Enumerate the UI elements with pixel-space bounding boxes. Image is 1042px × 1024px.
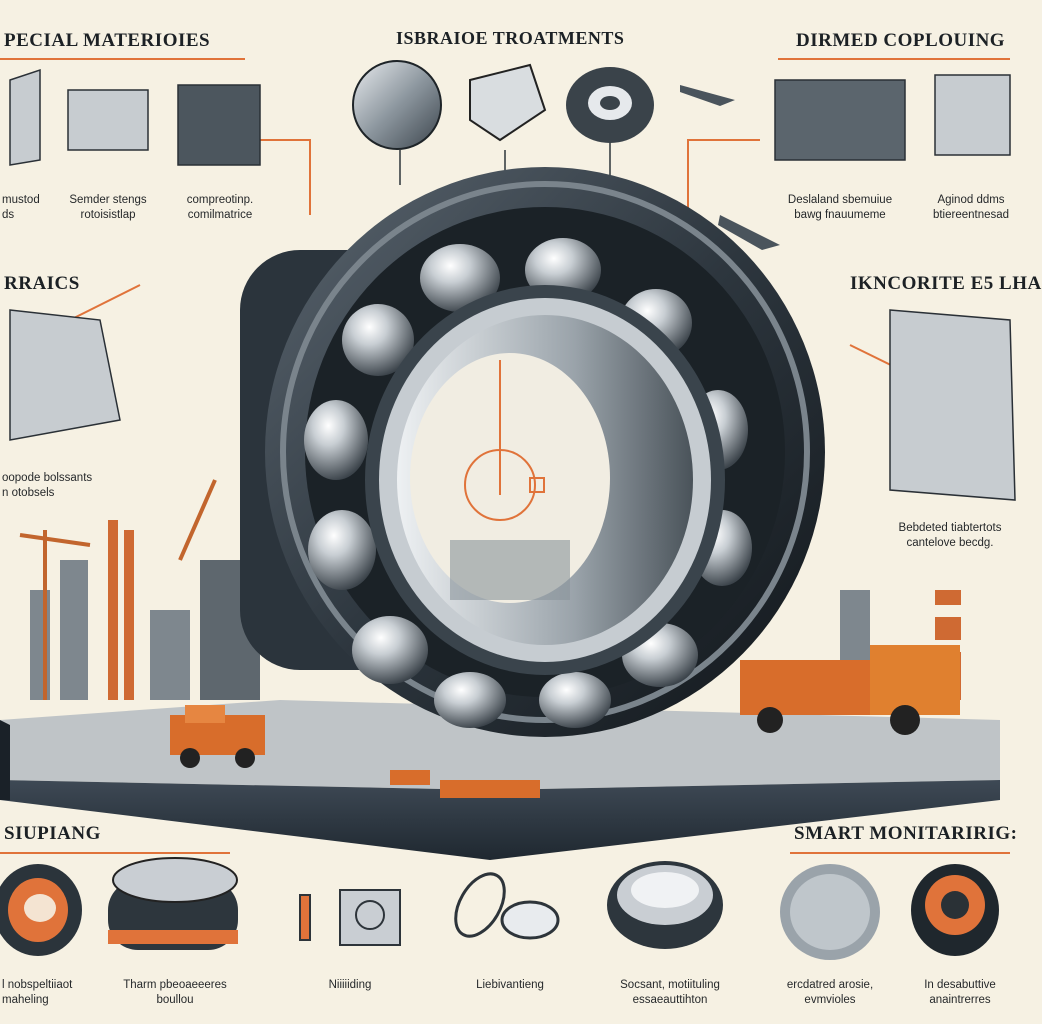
heading-armed-coupling: DIRMED COPLOUING [796, 30, 1006, 51]
heading-special-materials: PECIAL MATERIOIES [4, 30, 211, 51]
machine-sketches [9, 68, 1016, 501]
heading-rule [790, 852, 1010, 854]
truck-icon [170, 645, 960, 798]
heading-rule [0, 852, 230, 854]
heading-tribology: RRAICS [4, 273, 80, 294]
bearing-main [240, 167, 825, 737]
heading-surface-treatments: ISBRAIOE TROATMENTS [396, 28, 625, 48]
caption-top-3: compreotinp.comilmatrice [186, 194, 254, 221]
heading-rule [0, 58, 245, 60]
ring-bearing-icon [566, 67, 654, 143]
caption-bottom-3: Niiiiiding [328, 979, 372, 991]
heading-sealing: SIUPIANG [4, 823, 101, 844]
bottom-icons [0, 857, 999, 960]
valve-block-icon [469, 63, 547, 142]
caption-bottom-4: Liebivantieng [476, 979, 544, 991]
caption-bottom-6: ercdatred arosie,evmvioles [786, 979, 874, 1006]
jet-icon [680, 85, 780, 250]
heading-incorporated: IKNCORITE E5 LHA [850, 273, 1042, 294]
heading-rule [778, 58, 1010, 60]
crosshair-icon [464, 360, 545, 521]
crane-icon [19, 479, 217, 700]
heading-smart-monitoring: SMART MONITARIRIG: [794, 823, 1018, 844]
sphere-icon [352, 60, 442, 150]
